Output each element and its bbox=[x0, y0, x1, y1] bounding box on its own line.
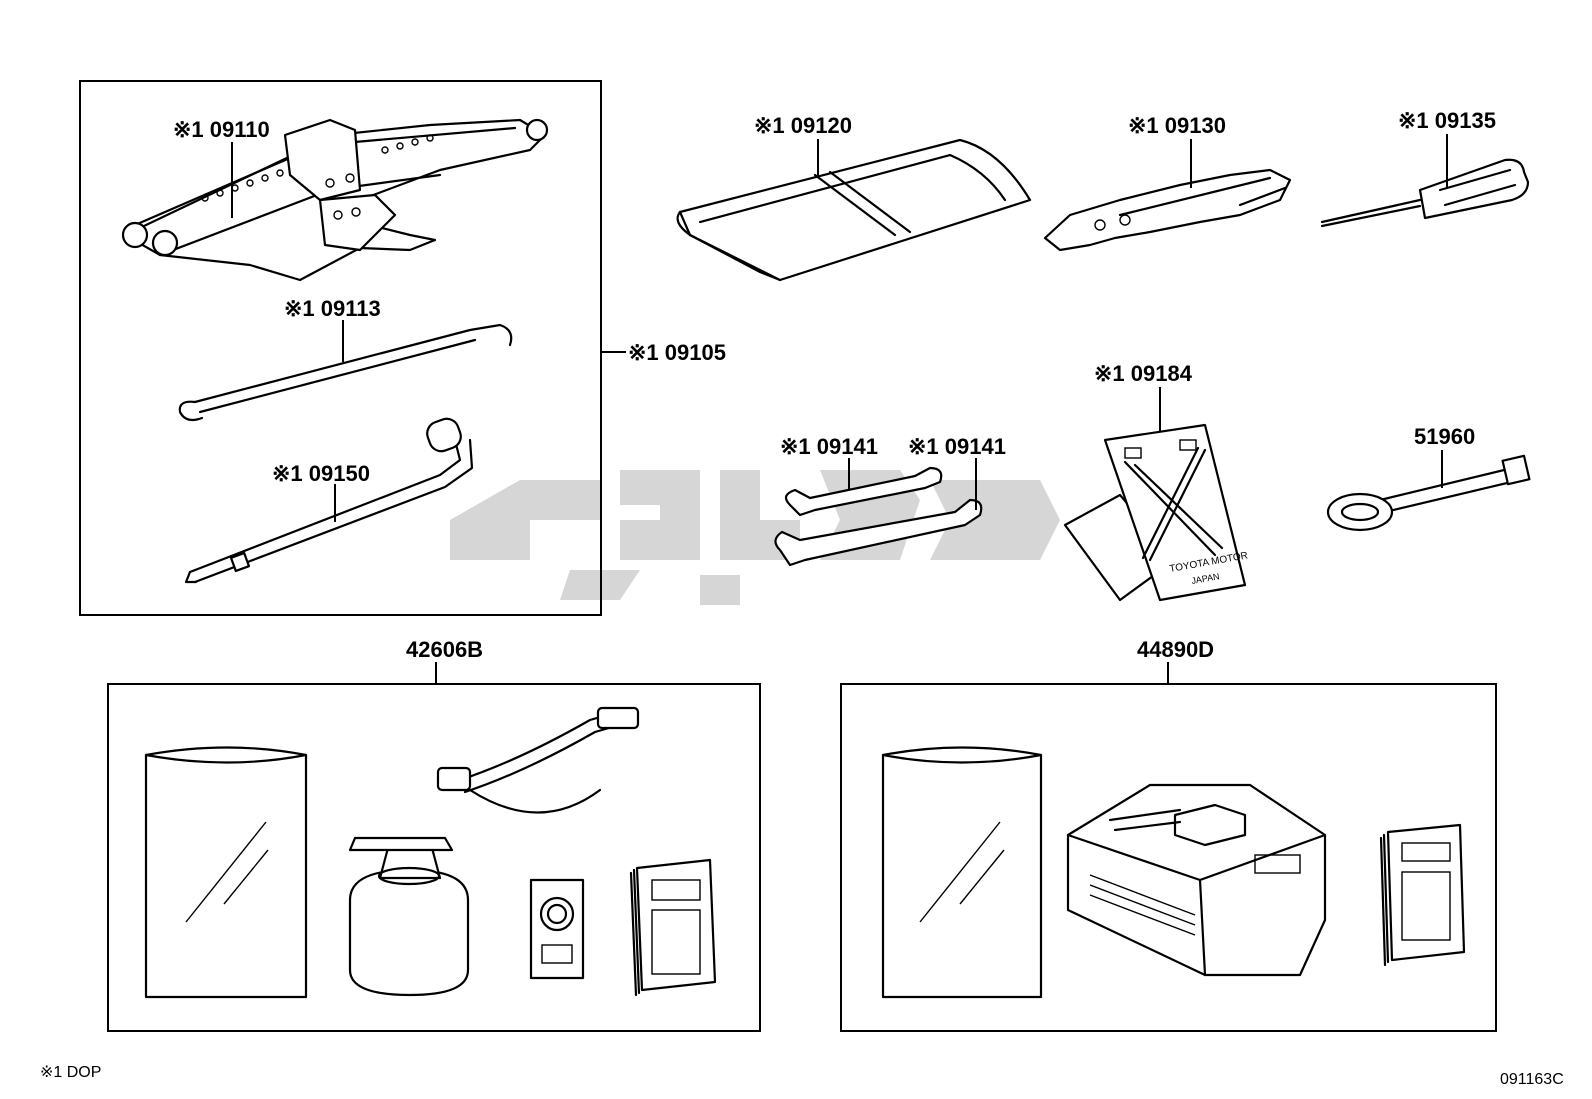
wrenches-drawing bbox=[774, 466, 983, 567]
plate-drawing bbox=[1063, 423, 1247, 602]
jack-set-frame bbox=[79, 80, 602, 616]
wheel-wrench-drawing bbox=[184, 417, 474, 584]
drawing-code: 091163C bbox=[1500, 1071, 1564, 1088]
pliers-drawing bbox=[1043, 168, 1292, 252]
compressor-kit-contents bbox=[881, 746, 1466, 999]
label-wheel-wrench: ※1 09150 bbox=[272, 461, 370, 486]
repair-kit-contents bbox=[144, 706, 717, 999]
footnote: ※1 DOP bbox=[40, 1064, 101, 1081]
towing-eyelet-drawing bbox=[1326, 454, 1531, 532]
jack-handle-drawing bbox=[178, 323, 513, 422]
label-pliers: ※1 09130 bbox=[1128, 113, 1226, 138]
plate-text-line2: JAPAN bbox=[1191, 571, 1221, 586]
label-jack: ※1 09110 bbox=[173, 117, 270, 142]
repair-kit-frame bbox=[107, 683, 761, 1032]
tool-bag-drawing bbox=[676, 138, 1032, 282]
label-plate: ※1 09184 bbox=[1094, 361, 1193, 386]
jack-drawing bbox=[121, 118, 549, 282]
label-screwdriver: ※1 09135 bbox=[1398, 108, 1496, 133]
label-compressor-kit: 44890D bbox=[1137, 637, 1214, 662]
screwdriver-drawing bbox=[1320, 158, 1530, 228]
label-repair-kit: 42606B bbox=[406, 637, 483, 662]
label-towing-eyelet: 51960 bbox=[1414, 424, 1475, 449]
label-wrench-a: ※1 09141 bbox=[780, 434, 878, 459]
label-jack-handle: ※1 09113 bbox=[284, 296, 381, 321]
label-wrench-b: ※1 09141 bbox=[908, 434, 1006, 459]
watermark-logo bbox=[450, 470, 1060, 605]
label-jack-set: ※1 09105 bbox=[628, 340, 726, 365]
label-tool-bag: ※1 09120 bbox=[754, 113, 852, 138]
